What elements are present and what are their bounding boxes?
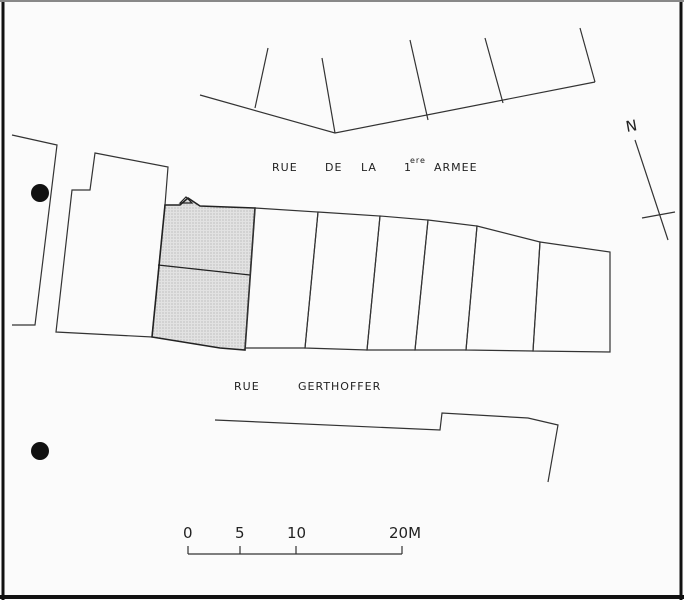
building xyxy=(366,215,429,351)
street-label-north-ordinal-suffix: ere xyxy=(410,156,426,165)
building xyxy=(55,152,169,338)
punch-hole xyxy=(31,442,49,460)
scale-bar xyxy=(187,546,403,555)
parcel-line xyxy=(409,39,429,121)
scale-label-10: 10 xyxy=(287,524,306,542)
building xyxy=(532,241,611,353)
street-label-north-ordinal: 1 xyxy=(404,161,412,174)
street-label-north-1: RUE xyxy=(272,161,298,174)
scale-label-0: 0 xyxy=(183,524,193,542)
street-label-north-3: LA xyxy=(361,161,377,174)
parcel-line xyxy=(484,37,504,104)
building xyxy=(465,225,541,352)
parcel-line xyxy=(579,27,596,83)
south-street-edge xyxy=(214,412,559,483)
north-arrow-icon xyxy=(634,139,669,241)
street-label-north-2: DE xyxy=(325,161,342,174)
north-arrow-crossbar xyxy=(641,211,676,219)
scale-label-5: 5 xyxy=(235,524,245,542)
street-label-south-2: GERTHOFFER xyxy=(298,380,381,393)
street-label-north-4: ARMEE xyxy=(434,161,478,174)
small-structure xyxy=(178,196,194,204)
parcel-line xyxy=(321,57,336,134)
building-left-partial xyxy=(11,134,58,326)
scale-label-20m: 20M xyxy=(389,524,421,542)
parcel-line xyxy=(254,47,269,109)
highlighted-building-divider xyxy=(157,264,251,276)
punch-hole xyxy=(31,184,49,202)
street-label-south-1: RUE xyxy=(234,380,260,393)
north-label: N xyxy=(624,116,638,136)
